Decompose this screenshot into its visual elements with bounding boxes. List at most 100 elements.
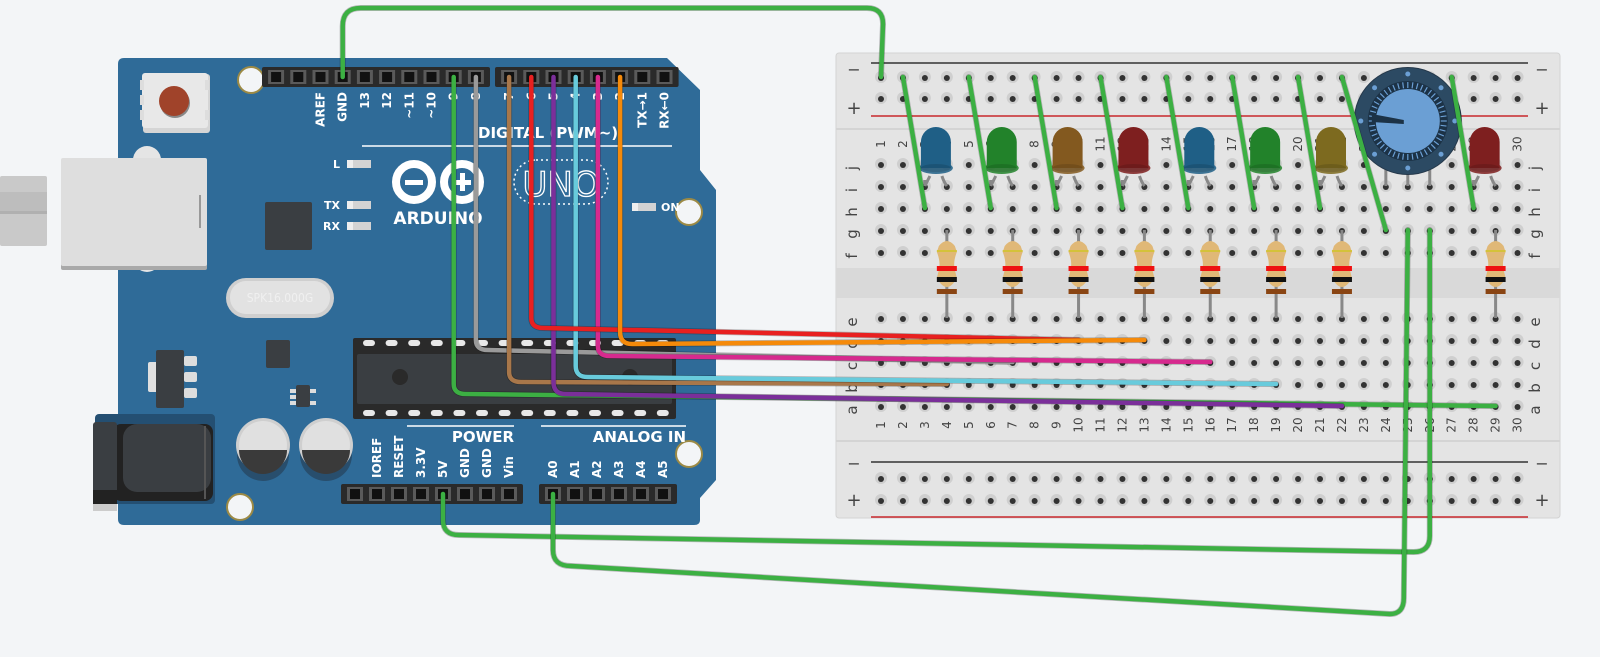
breadboard-hole[interactable] bbox=[1511, 71, 1524, 83]
breadboard-hole[interactable] bbox=[1116, 71, 1129, 83]
breadboard-hole[interactable] bbox=[1116, 92, 1129, 104]
breadboard-hole[interactable] bbox=[1445, 202, 1458, 214]
digital-left-pin[interactable] bbox=[423, 70, 440, 84]
digital-left-pin[interactable] bbox=[401, 70, 418, 84]
breadboard-hole[interactable] bbox=[1116, 312, 1129, 324]
breadboard-hole[interactable] bbox=[1116, 224, 1129, 236]
jumper-wire[interactable] bbox=[1164, 74, 1191, 211]
breadboard-hole[interactable] bbox=[984, 312, 997, 324]
resistor[interactable] bbox=[1200, 230, 1221, 318]
breadboard-hole[interactable] bbox=[1072, 472, 1085, 484]
breadboard-hole[interactable] bbox=[984, 246, 997, 258]
resistor[interactable] bbox=[1266, 230, 1287, 318]
breadboard-hole[interactable] bbox=[1182, 472, 1195, 484]
breadboard-hole[interactable] bbox=[1379, 378, 1392, 390]
breadboard-hole[interactable] bbox=[1138, 71, 1151, 83]
breadboard-hole[interactable] bbox=[1357, 312, 1370, 324]
breadboard-hole[interactable] bbox=[1292, 202, 1305, 214]
wire-pin4[interactable] bbox=[573, 74, 1279, 387]
breadboard-hole[interactable] bbox=[1511, 246, 1524, 258]
breadboard-hole[interactable] bbox=[1204, 202, 1217, 214]
led-green[interactable] bbox=[984, 127, 1019, 187]
breadboard-hole[interactable] bbox=[1226, 180, 1239, 192]
power-pin[interactable] bbox=[413, 487, 429, 501]
breadboard-hole[interactable] bbox=[1270, 92, 1283, 104]
breadboard-hole[interactable] bbox=[1006, 71, 1019, 83]
breadboard-hole[interactable] bbox=[1335, 356, 1348, 368]
breadboard-hole[interactable] bbox=[1160, 202, 1173, 214]
breadboard-hole[interactable] bbox=[1006, 92, 1019, 104]
digital-left-pin[interactable] bbox=[312, 70, 329, 84]
breadboard-hole[interactable] bbox=[1379, 246, 1392, 258]
breadboard-hole[interactable] bbox=[1357, 494, 1370, 506]
jumper-wire[interactable] bbox=[900, 74, 928, 211]
wire-pin8[interactable] bbox=[473, 74, 1015, 365]
breadboard-hole[interactable] bbox=[962, 180, 975, 192]
breadboard-hole[interactable] bbox=[1050, 246, 1063, 258]
breadboard-hole[interactable] bbox=[1467, 472, 1480, 484]
breadboard-hole[interactable] bbox=[1357, 180, 1370, 192]
breadboard-hole[interactable] bbox=[1072, 92, 1085, 104]
breadboard-hole[interactable] bbox=[1292, 180, 1305, 192]
breadboard-hole[interactable] bbox=[918, 71, 931, 83]
breadboard-hole[interactable] bbox=[962, 472, 975, 484]
breadboard-hole[interactable] bbox=[1160, 224, 1173, 236]
breadboard-hole[interactable] bbox=[1182, 246, 1195, 258]
breadboard-hole[interactable] bbox=[896, 158, 909, 170]
breadboard-hole[interactable] bbox=[1445, 158, 1458, 170]
digital-right-pin[interactable] bbox=[656, 70, 673, 84]
wire-pin9[interactable] bbox=[451, 74, 1498, 409]
analog-pin[interactable] bbox=[655, 487, 671, 501]
digital-left-pin[interactable] bbox=[356, 70, 373, 84]
breadboard-hole[interactable] bbox=[1270, 356, 1283, 368]
breadboard-hole[interactable] bbox=[1357, 356, 1370, 368]
breadboard-hole[interactable] bbox=[1050, 224, 1063, 236]
power-pin[interactable] bbox=[347, 487, 363, 501]
wire-pin6[interactable] bbox=[529, 74, 1081, 343]
resistor[interactable] bbox=[1134, 230, 1155, 318]
breadboard-hole[interactable] bbox=[1226, 312, 1239, 324]
jumper-wire[interactable] bbox=[1098, 74, 1125, 211]
breadboard-hole[interactable] bbox=[1445, 378, 1458, 390]
led-blue[interactable] bbox=[918, 127, 953, 187]
breadboard-hole[interactable] bbox=[1248, 246, 1261, 258]
breadboard-hole[interactable] bbox=[1379, 494, 1392, 506]
wire-5v-to-pot[interactable] bbox=[440, 227, 1432, 555]
breadboard-hole[interactable] bbox=[1445, 334, 1458, 346]
breadboard-hole[interactable] bbox=[875, 202, 887, 214]
wire-pin7[interactable] bbox=[506, 74, 950, 387]
breadboard-hole[interactable] bbox=[1467, 494, 1480, 506]
breadboard-hole[interactable] bbox=[1335, 334, 1348, 346]
breadboard-hole[interactable] bbox=[984, 224, 997, 236]
breadboard-hole[interactable] bbox=[1335, 472, 1348, 484]
led-green[interactable] bbox=[1248, 127, 1283, 187]
breadboard-hole[interactable] bbox=[1314, 356, 1326, 368]
resistor[interactable] bbox=[936, 230, 957, 318]
breadboard-hole[interactable] bbox=[962, 202, 975, 214]
breadboard-hole[interactable] bbox=[1379, 356, 1392, 368]
breadboard-hole[interactable] bbox=[918, 472, 931, 484]
breadboard-hole[interactable] bbox=[1116, 472, 1129, 484]
breadboard-hole[interactable] bbox=[1160, 246, 1173, 258]
breadboard-hole[interactable] bbox=[1445, 180, 1458, 192]
breadboard-hole[interactable] bbox=[1006, 494, 1019, 506]
breadboard-hole[interactable] bbox=[1467, 334, 1480, 346]
breadboard-hole[interactable] bbox=[875, 158, 887, 170]
jumper-wire[interactable] bbox=[1449, 74, 1476, 211]
power-pin[interactable] bbox=[391, 487, 407, 501]
led-orange[interactable] bbox=[1050, 127, 1085, 187]
power-pin[interactable] bbox=[501, 487, 517, 501]
breadboard-hole[interactable] bbox=[1094, 158, 1107, 170]
potentiometer-knob[interactable] bbox=[1375, 89, 1440, 153]
breadboard-hole[interactable] bbox=[1511, 92, 1524, 104]
breadboard-hole[interactable] bbox=[1314, 472, 1326, 484]
breadboard-hole[interactable] bbox=[1314, 334, 1326, 346]
breadboard-hole[interactable] bbox=[1357, 472, 1370, 484]
jumper-wire[interactable] bbox=[1339, 74, 1389, 233]
breadboard-hole[interactable] bbox=[984, 494, 997, 506]
power-pin[interactable] bbox=[479, 487, 495, 501]
breadboard-hole[interactable] bbox=[875, 224, 887, 236]
breadboard-hole[interactable] bbox=[1292, 312, 1305, 324]
breadboard-hole[interactable] bbox=[1489, 71, 1502, 83]
